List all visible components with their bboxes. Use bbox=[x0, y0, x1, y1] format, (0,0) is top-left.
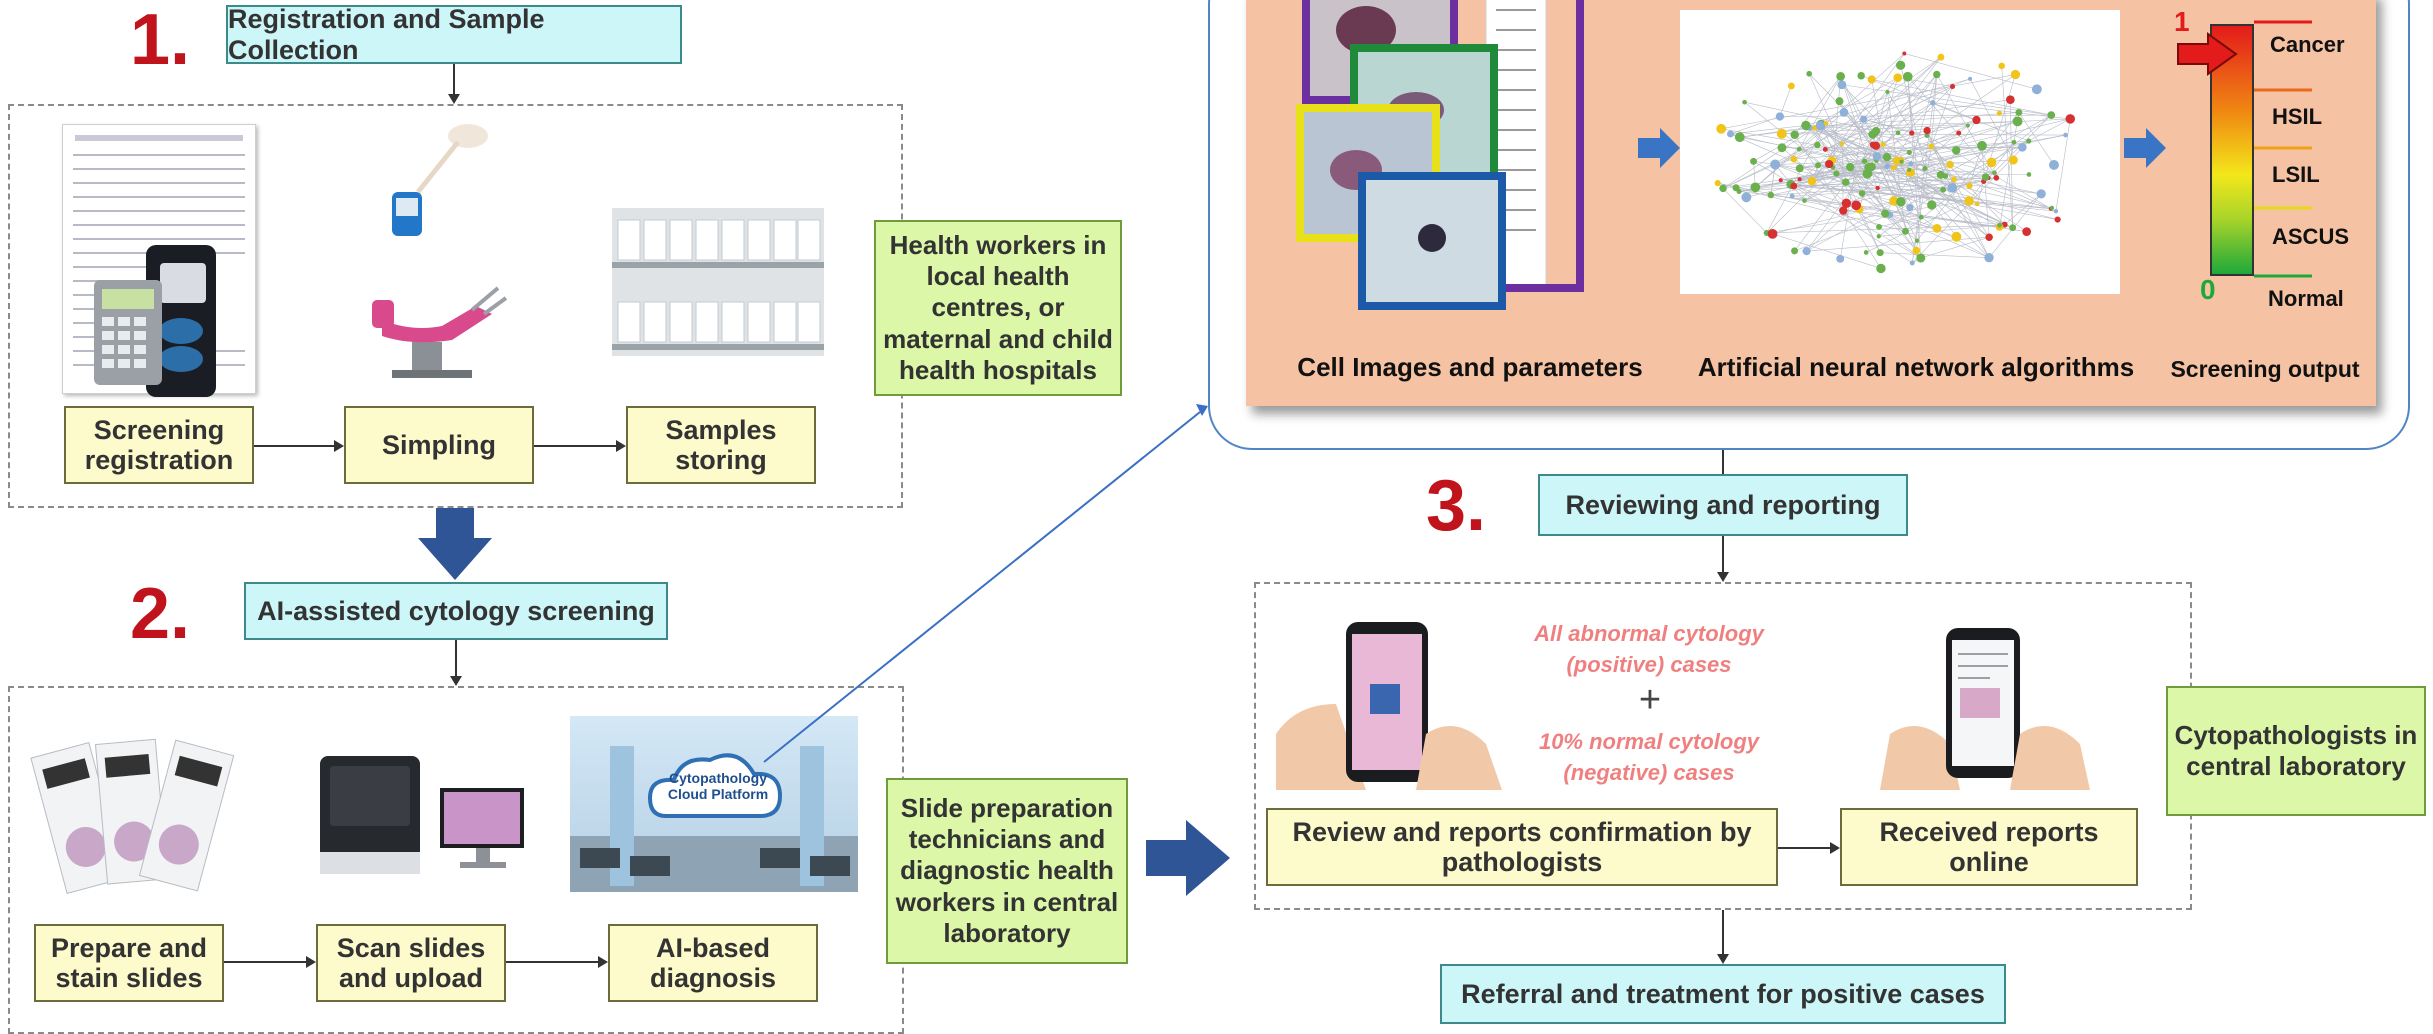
section3-actors: Cytopathologists in central laboratory bbox=[2166, 686, 2426, 816]
referral-treatment-box: Referral and treatment for positive case… bbox=[1440, 964, 2006, 1024]
